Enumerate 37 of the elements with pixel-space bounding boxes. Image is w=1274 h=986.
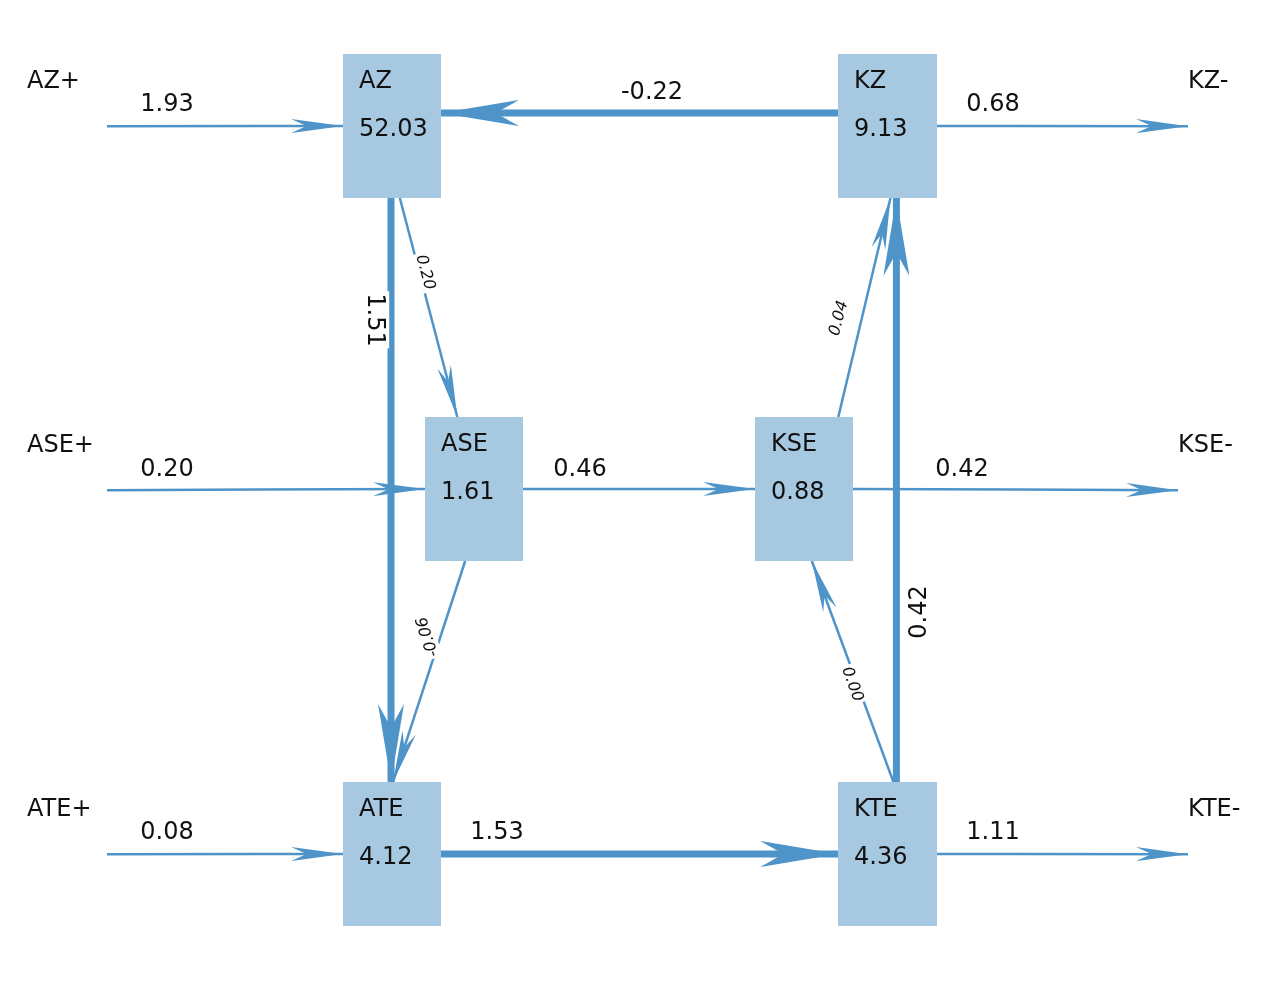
arrow — [107, 482, 425, 497]
node-title: KSE — [771, 429, 818, 457]
node-value: 0.88 — [771, 477, 825, 505]
node-value: 1.61 — [441, 477, 495, 505]
arrow — [391, 560, 467, 783]
node-title: KTE — [854, 794, 898, 822]
arrow — [937, 847, 1188, 862]
arrow — [378, 198, 404, 782]
flow-label: ASE+ — [27, 430, 94, 458]
process-box — [343, 54, 441, 198]
arrow — [853, 482, 1178, 497]
process-box — [343, 782, 441, 926]
arrow — [937, 119, 1188, 134]
arrow — [883, 198, 910, 782]
process-box — [838, 54, 937, 198]
arrow — [107, 119, 343, 134]
node-title: ASE — [441, 429, 488, 457]
node-title: KZ — [854, 66, 887, 94]
process-box — [425, 417, 523, 561]
node-title: ATE — [359, 794, 404, 822]
arrow — [107, 847, 343, 862]
process-box — [838, 782, 937, 926]
arrow — [837, 197, 892, 418]
process-box — [755, 417, 853, 561]
arrow — [523, 482, 755, 496]
flow-label: ATE+ — [27, 794, 92, 822]
flow-label: KSE- — [1178, 430, 1233, 458]
arrow — [441, 841, 838, 867]
node-value: 52.03 — [359, 114, 428, 142]
flow-label: KTE- — [1188, 794, 1241, 822]
arrow — [441, 100, 838, 127]
node-value: 4.36 — [854, 842, 908, 870]
node-value: 9.13 — [854, 114, 908, 142]
node-value: 4.12 — [359, 842, 413, 870]
flow-label: AZ+ — [27, 66, 80, 94]
node-title: AZ — [359, 66, 392, 94]
flow-label: KZ- — [1188, 66, 1229, 94]
